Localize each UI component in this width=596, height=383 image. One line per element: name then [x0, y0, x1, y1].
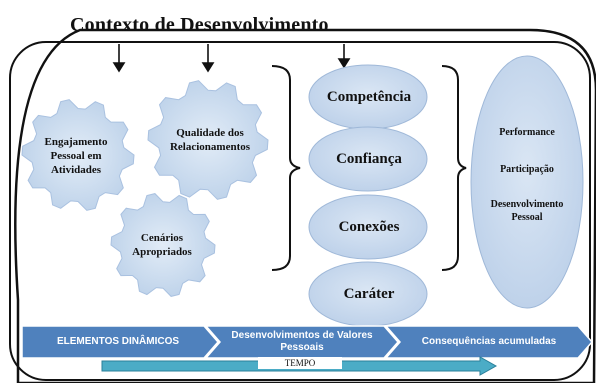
oval-confianca	[308, 126, 428, 192]
time-label: TEMPO	[258, 357, 342, 369]
asset-ovals	[308, 64, 428, 327]
context-arrows	[112, 44, 351, 73]
outcome-label-performance: Performance	[499, 126, 555, 138]
gear-qualidade	[147, 80, 269, 200]
outcome-label-desenvolvimento: Desenvolvimento Pessoal	[490, 199, 564, 223]
gear-cenarios	[110, 193, 216, 297]
inner-frame	[9, 41, 591, 381]
asset-label-conexoes: Conexões	[338, 218, 400, 235]
outcome-label-participacao: Participação	[500, 163, 554, 175]
band-segment-3	[384, 325, 593, 359]
asset-label-confianca: Confiança	[336, 150, 402, 167]
band-segment-2	[204, 325, 399, 359]
gear-label-engajamento: Engajamento Pessoal em Atividades	[44, 136, 108, 176]
stage-band	[21, 325, 593, 359]
gear-label-cenarios: Cenários Apropriados	[132, 232, 192, 258]
gear-label-qualidade: Qualidade dos Relacionamentos	[169, 127, 251, 153]
context-frame	[14, 28, 596, 383]
stage-label-values: Desenvolvimentos de Valores Pessoais	[231, 330, 373, 353]
stage-label-consequences: Consequências acumuladas	[421, 336, 557, 347]
gear-engajamento	[21, 99, 135, 211]
diagram-title: Contexto de Desenvolvimento	[70, 14, 329, 36]
band-segment-1	[21, 325, 219, 359]
right-bracket	[441, 65, 467, 271]
left-bracket	[271, 65, 301, 271]
gear-group	[21, 80, 269, 297]
outcome-oval	[470, 55, 584, 309]
oval-conexoes	[308, 194, 428, 260]
asset-label-carater: Caráter	[343, 285, 395, 302]
asset-label-competencia: Competência	[326, 88, 412, 105]
stage-label-dynamic: ELEMENTOS DINÂMICOS	[56, 336, 180, 347]
